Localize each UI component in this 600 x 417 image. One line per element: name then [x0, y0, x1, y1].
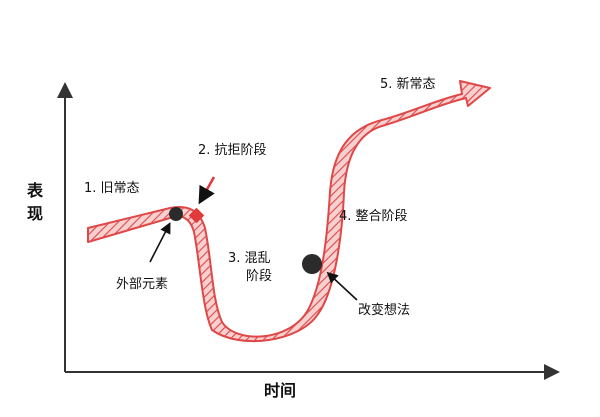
foreign-element-pointer-arrow	[149, 222, 171, 263]
transforming-idea-pointer-arrow	[326, 271, 358, 301]
transforming-idea-marker	[302, 254, 322, 274]
x-axis-label: 时间	[264, 381, 296, 400]
stage-label-resistance: 2. 抗拒阶段	[198, 143, 267, 158]
stage-label-old-state: 1. 旧常态	[84, 181, 140, 196]
resistance-pointer-arrow	[198, 176, 216, 205]
annotation-transforming-idea: 改变想法	[358, 302, 410, 318]
stage-label-new-state: 5. 新常态	[380, 76, 436, 92]
y-axis-label-top: 表	[26, 181, 44, 200]
foreign-element-marker	[169, 207, 183, 221]
stage-label-chaos-line2: 阶段	[246, 269, 272, 284]
stage-label-integration: 4. 整合阶段	[339, 209, 408, 224]
stage-label-chaos-line1: 3. 混乱	[228, 251, 271, 266]
resistance-marker	[188, 207, 205, 224]
y-axis-label-bottom: 现	[27, 204, 43, 223]
change-curve-band	[87, 80, 491, 342]
annotation-foreign-element: 外部元素	[116, 277, 168, 292]
